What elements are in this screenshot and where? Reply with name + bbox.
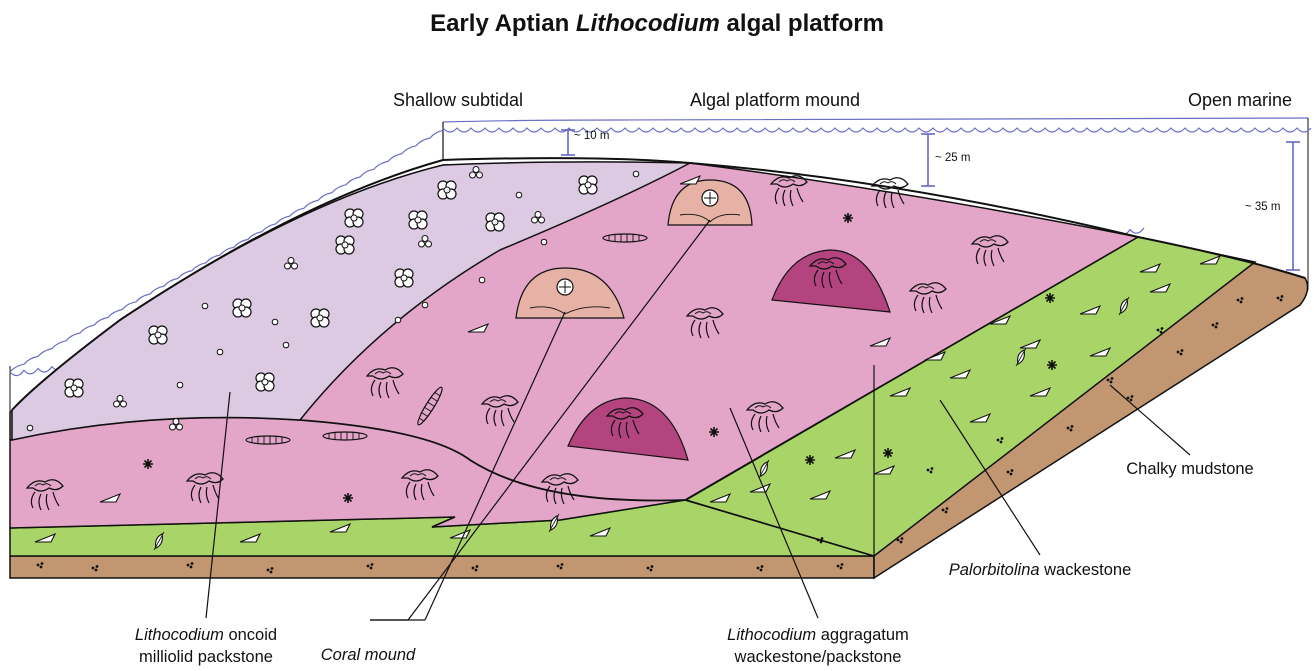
zone-label-open-marine: Open marine <box>1188 90 1292 110</box>
label-coral-mound: Coral mound <box>321 646 416 664</box>
label-oncoid-packstone-line2: milliolid packstone <box>139 648 273 666</box>
diagram-title: Early Aptian Lithocodium algal platform <box>430 10 884 37</box>
label-aggragatum-line2: wackestone/packstone <box>734 648 902 666</box>
depth-label-10m: ~ 10 m <box>574 130 609 142</box>
label-palorbitolina-wackestone: Palorbitolina wackestone <box>949 561 1132 579</box>
label-oncoid-packstone-line1: Lithocodium oncoid <box>135 626 277 644</box>
depth-label-35m: ~ 35 m <box>1245 201 1280 213</box>
label-chalky-mudstone: Chalky mudstone <box>1126 460 1253 478</box>
depth-label-25m: ~ 25 m <box>935 152 970 164</box>
zone-label-shallow-subtidal: Shallow subtidal <box>393 90 523 110</box>
zone-label-algal-platform-mound: Algal platform mound <box>690 90 860 110</box>
label-aggragatum-line1: Lithocodium aggragatum <box>727 626 909 644</box>
